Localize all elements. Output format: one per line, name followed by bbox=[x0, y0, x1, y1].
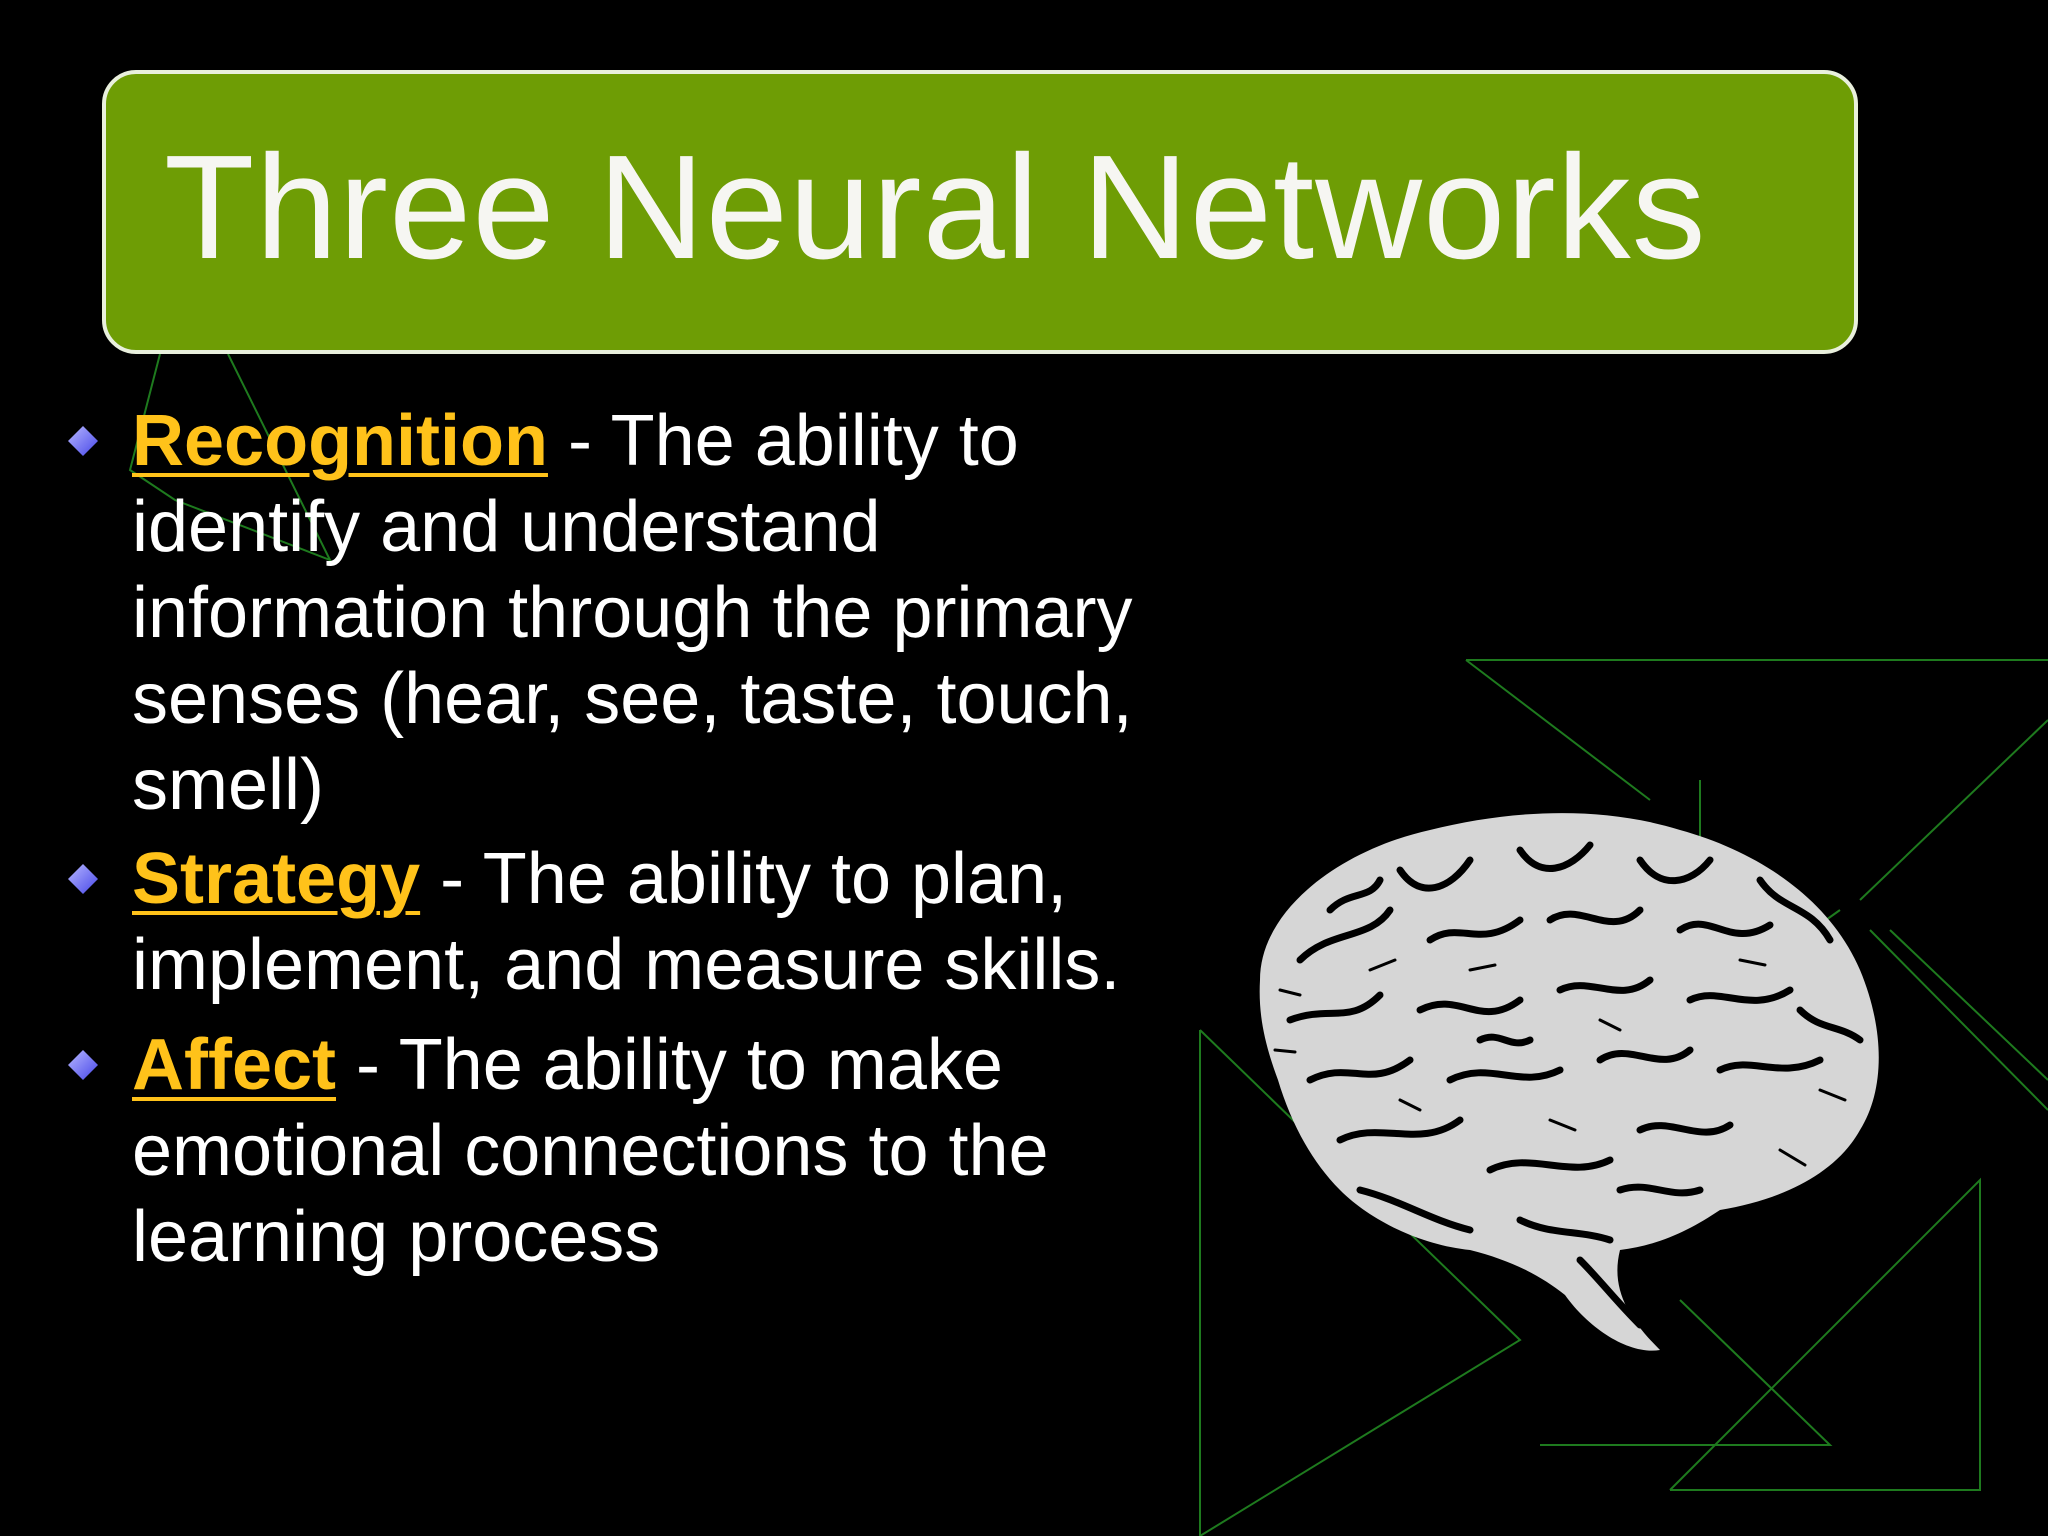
diamond-icon bbox=[68, 864, 98, 894]
bullet-affect: Affect - The ability to make emotional c… bbox=[60, 1022, 1190, 1280]
brain-illustration bbox=[1220, 790, 1920, 1370]
diamond-icon bbox=[68, 1050, 98, 1080]
bullet-list: Recognition - The ability to identify an… bbox=[60, 398, 1190, 1284]
bullet-strategy: Strategy - The ability to plan, implemen… bbox=[60, 836, 1190, 1008]
bullet-recognition: Recognition - The ability to identify an… bbox=[60, 398, 1190, 828]
bullet-text: - The ability to make emotional connecti… bbox=[132, 1025, 1049, 1277]
bullet-text: - The ability to plan, implement, and me… bbox=[132, 839, 1121, 1005]
term-recognition: Recognition bbox=[132, 401, 548, 481]
bullet-text: - The ability to identify and understand… bbox=[132, 401, 1133, 825]
slide-title: Three Neural Networks bbox=[164, 125, 1707, 290]
term-strategy: Strategy bbox=[132, 839, 421, 919]
diamond-icon bbox=[68, 426, 98, 456]
term-affect: Affect bbox=[132, 1025, 337, 1105]
title-box: Three Neural Networks bbox=[102, 70, 1858, 354]
brain-icon bbox=[1259, 813, 1879, 1351]
